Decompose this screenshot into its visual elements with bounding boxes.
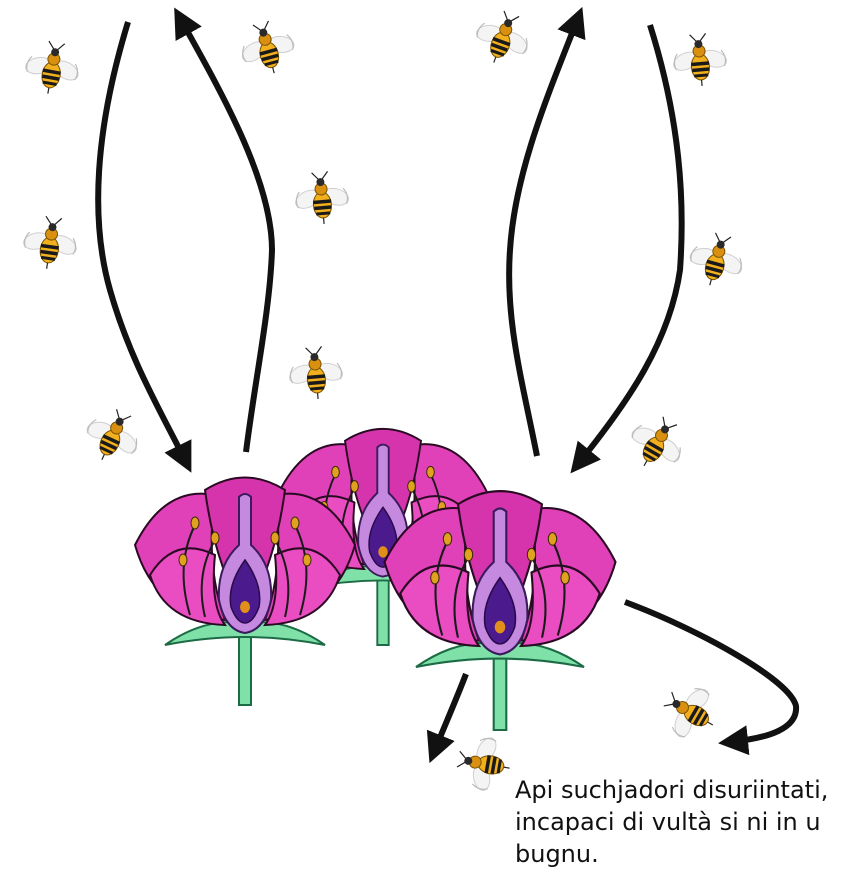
flower-icon (385, 491, 616, 730)
arrow-icon (509, 18, 578, 456)
arrow-icon (625, 602, 796, 742)
bee-icon (453, 731, 514, 797)
bee-icon (653, 674, 727, 750)
bee-icon (669, 32, 731, 89)
arrow-icon (180, 18, 272, 452)
caption: Api suchjadori disuriintati, incapaci di… (515, 774, 855, 870)
bee-icon (233, 15, 302, 80)
bee-icon (619, 406, 695, 480)
arrow-icon (578, 25, 682, 464)
flower-icon (135, 478, 355, 706)
arrow-icon (98, 22, 186, 462)
bee-icon (18, 213, 83, 273)
caption-line-3: bugnu. (515, 838, 855, 870)
bee-icon (291, 170, 353, 227)
arrow-icon (434, 674, 466, 752)
caption-line-1: Api suchjadori disuriintati, (515, 774, 855, 806)
bee-icon (19, 37, 85, 98)
bee-icon (76, 400, 150, 472)
caption-line-2: incapaci di vultà si ni in u (515, 806, 855, 838)
bee-icon (467, 4, 539, 73)
bee-icon (682, 227, 751, 292)
bee-icon (285, 345, 347, 402)
